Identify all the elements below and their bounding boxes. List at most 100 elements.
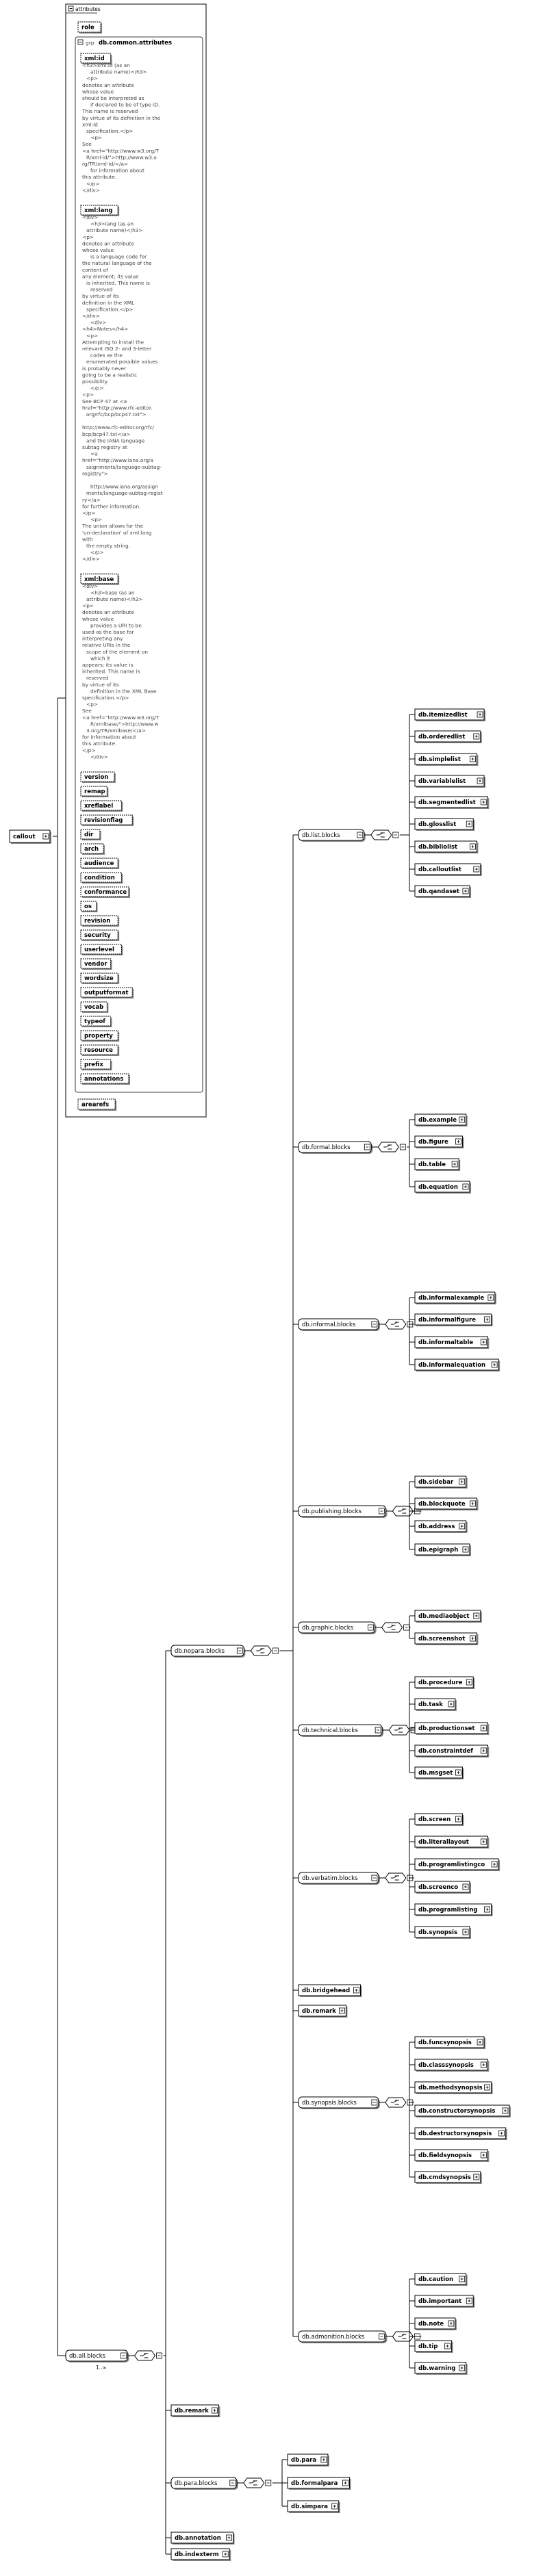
element-node[interactable]: os bbox=[80, 901, 98, 912]
element-node[interactable]: db.blockquote bbox=[414, 1497, 479, 1510]
element-node[interactable]: xml:lang bbox=[80, 205, 120, 216]
choice-icon[interactable] bbox=[370, 829, 399, 840]
element-node[interactable]: property bbox=[80, 1030, 120, 1042]
element-node[interactable]: version bbox=[80, 771, 116, 783]
element-node[interactable]: db.warning bbox=[414, 2362, 468, 2375]
element-node[interactable]: db.itemizedlist bbox=[414, 708, 486, 721]
element-node[interactable]: db.caution bbox=[414, 2273, 468, 2286]
element-node[interactable]: userlevel bbox=[80, 944, 123, 955]
choice-icon[interactable] bbox=[385, 1872, 414, 1883]
choice-icon[interactable] bbox=[134, 2350, 162, 2361]
element-node[interactable]: wordsize bbox=[80, 973, 120, 984]
choice-icon[interactable] bbox=[250, 1645, 279, 1656]
element-node[interactable]: db.task bbox=[414, 1698, 457, 1711]
element-node[interactable]: db.sidebar bbox=[414, 1476, 468, 1489]
element-node[interactable]: db.table bbox=[414, 1158, 461, 1171]
element-node[interactable]: db.para bbox=[287, 2453, 329, 2466]
element-node[interactable]: db.formalpara bbox=[287, 2477, 351, 2490]
element-node[interactable]: db.equation bbox=[414, 1181, 471, 1194]
element-node[interactable]: db.remark bbox=[170, 2404, 220, 2417]
element-node[interactable]: db.bridgehead bbox=[298, 1984, 362, 1997]
element-node[interactable]: db.screenco bbox=[414, 1881, 471, 1894]
element-node[interactable]: db.qandaset bbox=[414, 885, 471, 898]
element-node[interactable]: db.annotation bbox=[170, 2532, 235, 2545]
element-node[interactable]: db.screen bbox=[414, 1813, 464, 1826]
element-node[interactable]: db.glosslist bbox=[414, 818, 475, 831]
element-node[interactable]: revisionflag bbox=[80, 814, 134, 826]
element-node[interactable]: db.methodsynopsis bbox=[414, 2081, 493, 2094]
element-node[interactable]: db.destructorsynopsis bbox=[414, 2127, 507, 2140]
element-node[interactable]: condition bbox=[80, 872, 123, 884]
element-node[interactable]: db.constraintdef bbox=[414, 1744, 490, 1757]
element-node[interactable]: outputformat bbox=[80, 987, 134, 999]
element-node[interactable]: xml:id bbox=[80, 53, 112, 64]
element-node[interactable]: db.procedure bbox=[414, 1676, 475, 1689]
element-node[interactable]: db.simpara bbox=[287, 2500, 340, 2513]
group-node[interactable]: db.publishing.blocks bbox=[298, 1505, 388, 1518]
choice-icon[interactable] bbox=[385, 2097, 414, 2108]
element-node[interactable]: db.mediaobject bbox=[414, 1610, 482, 1623]
element-node[interactable]: db.cmdsynopsis bbox=[414, 2171, 482, 2184]
element-node[interactable]: db.variablelist bbox=[414, 775, 486, 788]
element-node[interactable]: db.orderedlist bbox=[414, 730, 482, 743]
element-node[interactable]: db.bibliolist bbox=[414, 840, 479, 853]
element-node[interactable]: security bbox=[80, 929, 120, 941]
element-node[interactable]: dir bbox=[80, 829, 101, 840]
element-node[interactable]: db.calloutlist bbox=[414, 863, 482, 876]
element-node[interactable]: arch bbox=[80, 843, 105, 855]
element-node[interactable]: resource bbox=[80, 1044, 120, 1056]
group-node[interactable]: db.technical.blocks bbox=[298, 1724, 384, 1737]
element-node[interactable]: db.indexterm bbox=[170, 2548, 231, 2561]
choice-icon[interactable] bbox=[243, 2477, 272, 2488]
element-node[interactable]: remap bbox=[80, 786, 109, 797]
element-node[interactable]: db.segmentedlist bbox=[414, 796, 490, 809]
element-node[interactable]: db.simplelist bbox=[414, 753, 479, 766]
element-node[interactable]: vendor bbox=[80, 958, 112, 970]
element-node[interactable]: xml:base bbox=[80, 574, 120, 585]
element-node[interactable]: annotations bbox=[80, 1073, 130, 1085]
group-node[interactable]: db.nopara.blocks bbox=[170, 1645, 246, 1658]
element-node[interactable]: db.funcsynopsis bbox=[414, 2036, 486, 2049]
choice-icon[interactable] bbox=[381, 1622, 409, 1633]
choice-icon[interactable] bbox=[377, 1142, 406, 1152]
group-node[interactable]: db.all.blocks bbox=[65, 2349, 129, 2362]
element-node[interactable]: db.literallayout bbox=[414, 1836, 490, 1849]
group-node[interactable]: db.synopsis.blocks bbox=[298, 2096, 380, 2109]
element-node[interactable]: db.tip bbox=[414, 2340, 453, 2353]
element-node[interactable]: db.informalequation bbox=[414, 1358, 500, 1371]
group-node[interactable]: db.verbatim.blocks bbox=[298, 1872, 380, 1885]
element-node[interactable]: db.programlistingco bbox=[414, 1858, 500, 1871]
element-node[interactable]: audience bbox=[80, 858, 120, 869]
element-node[interactable]: db.classsynopsis bbox=[414, 2059, 490, 2072]
element-node[interactable]: db.epigraph bbox=[414, 1543, 471, 1556]
element-node[interactable]: revision bbox=[80, 915, 120, 927]
element-node[interactable]: db.example bbox=[414, 1113, 468, 1126]
element-node[interactable]: db.note bbox=[414, 2317, 457, 2330]
element-node[interactable]: db.remark bbox=[298, 2005, 348, 2018]
group-node[interactable]: db.informal.blocks bbox=[298, 1318, 380, 1331]
element-node[interactable]: db.synopsis bbox=[414, 1926, 471, 1939]
group-node[interactable]: db.formal.blocks bbox=[298, 1141, 373, 1154]
group-node[interactable]: db.graphic.blocks bbox=[298, 1621, 377, 1634]
element-node[interactable]: db.constructorsynopsis bbox=[414, 2104, 511, 2117]
element-node[interactable]: db.screenshot bbox=[414, 1632, 479, 1645]
element-node[interactable]: conformance bbox=[80, 886, 130, 898]
element-node[interactable]: db.informalexample bbox=[414, 1291, 496, 1304]
element-node[interactable]: db.important bbox=[414, 2295, 475, 2308]
element-node[interactable]: db.informalfigure bbox=[414, 1313, 493, 1326]
element-node[interactable]: db.programlisting bbox=[414, 1903, 493, 1916]
group-node[interactable]: db.para.blocks bbox=[170, 2477, 238, 2490]
element-node[interactable]: vocab bbox=[80, 1001, 109, 1013]
element-node[interactable]: db.address bbox=[414, 1520, 468, 1533]
element-node[interactable]: typeof bbox=[80, 1016, 112, 1027]
group-node[interactable]: db.list.blocks bbox=[298, 829, 366, 842]
element-node[interactable]: xreflabel bbox=[80, 800, 123, 812]
element-node[interactable]: db.fieldsynopsis bbox=[414, 2149, 490, 2162]
group-node[interactable]: db.admonition.blocks bbox=[298, 2330, 388, 2343]
element-node[interactable]: prefix bbox=[80, 1059, 112, 1070]
element-node[interactable]: db.productionset bbox=[414, 1722, 490, 1735]
element-node[interactable]: db.figure bbox=[414, 1135, 464, 1148]
element-node[interactable]: db.informaltable bbox=[414, 1336, 490, 1349]
element-node[interactable]: db.msgset bbox=[414, 1766, 464, 1779]
element-node[interactable]: role bbox=[77, 21, 103, 34]
